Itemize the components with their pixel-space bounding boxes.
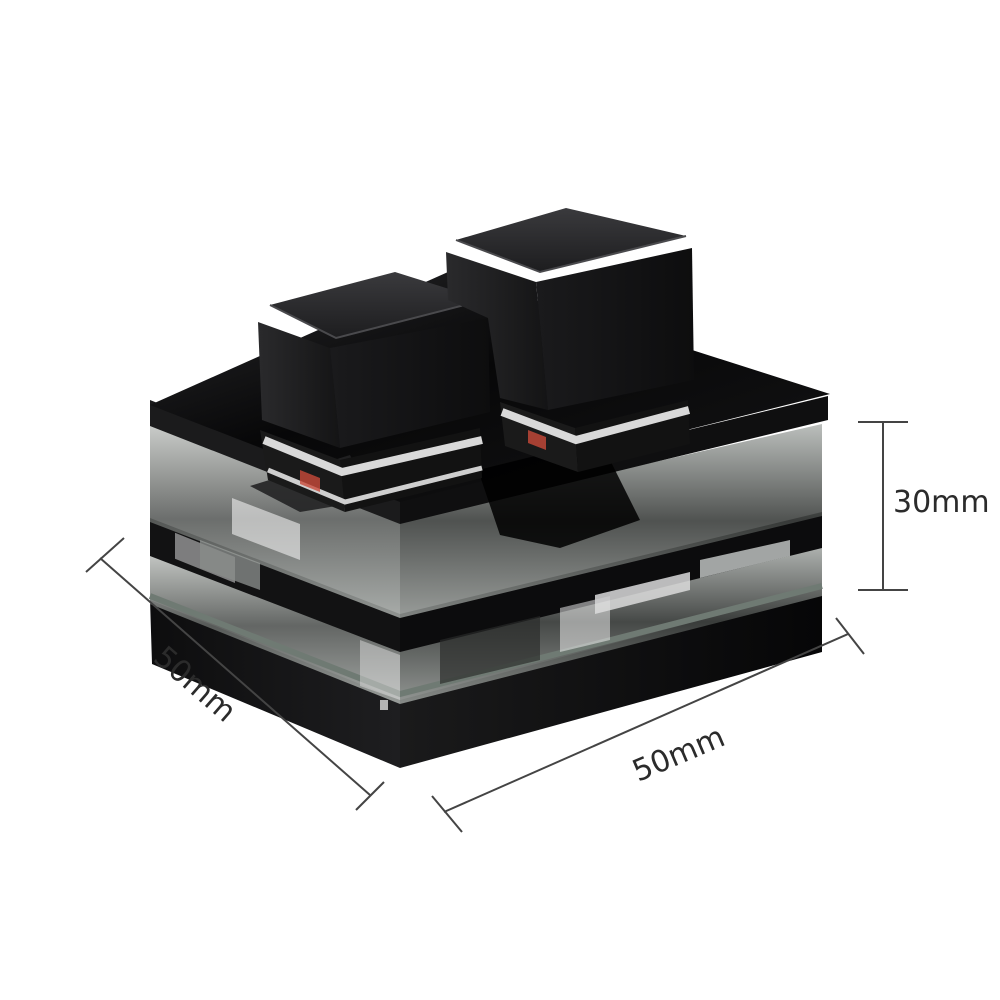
left-key	[258, 272, 490, 512]
left-switch-rim	[262, 436, 483, 477]
base-right-face	[400, 588, 822, 768]
left-keycap-top	[270, 272, 484, 338]
keycap-reflection-right	[478, 440, 640, 548]
height-dimension	[858, 421, 908, 591]
internal-components	[175, 498, 790, 710]
left-keycap-left-face	[258, 322, 340, 448]
right-keycap-left-face	[446, 252, 548, 410]
right-switch-rim	[500, 406, 691, 445]
plate-right-face	[400, 512, 822, 652]
acrylic-edge-line	[148, 583, 823, 698]
width-label: 50mm	[627, 719, 730, 789]
depth-dimension	[85, 537, 385, 811]
right-key	[446, 208, 694, 472]
left-keycap-front-face	[330, 318, 490, 448]
right-keycap-front-face	[536, 248, 694, 410]
keypad-body	[148, 272, 830, 768]
height-label: 30mm	[893, 485, 990, 520]
base-left-face	[150, 600, 400, 768]
right-keycap-top	[456, 208, 686, 272]
width-dimension	[431, 617, 865, 833]
acrylic-lower-left	[150, 548, 400, 704]
